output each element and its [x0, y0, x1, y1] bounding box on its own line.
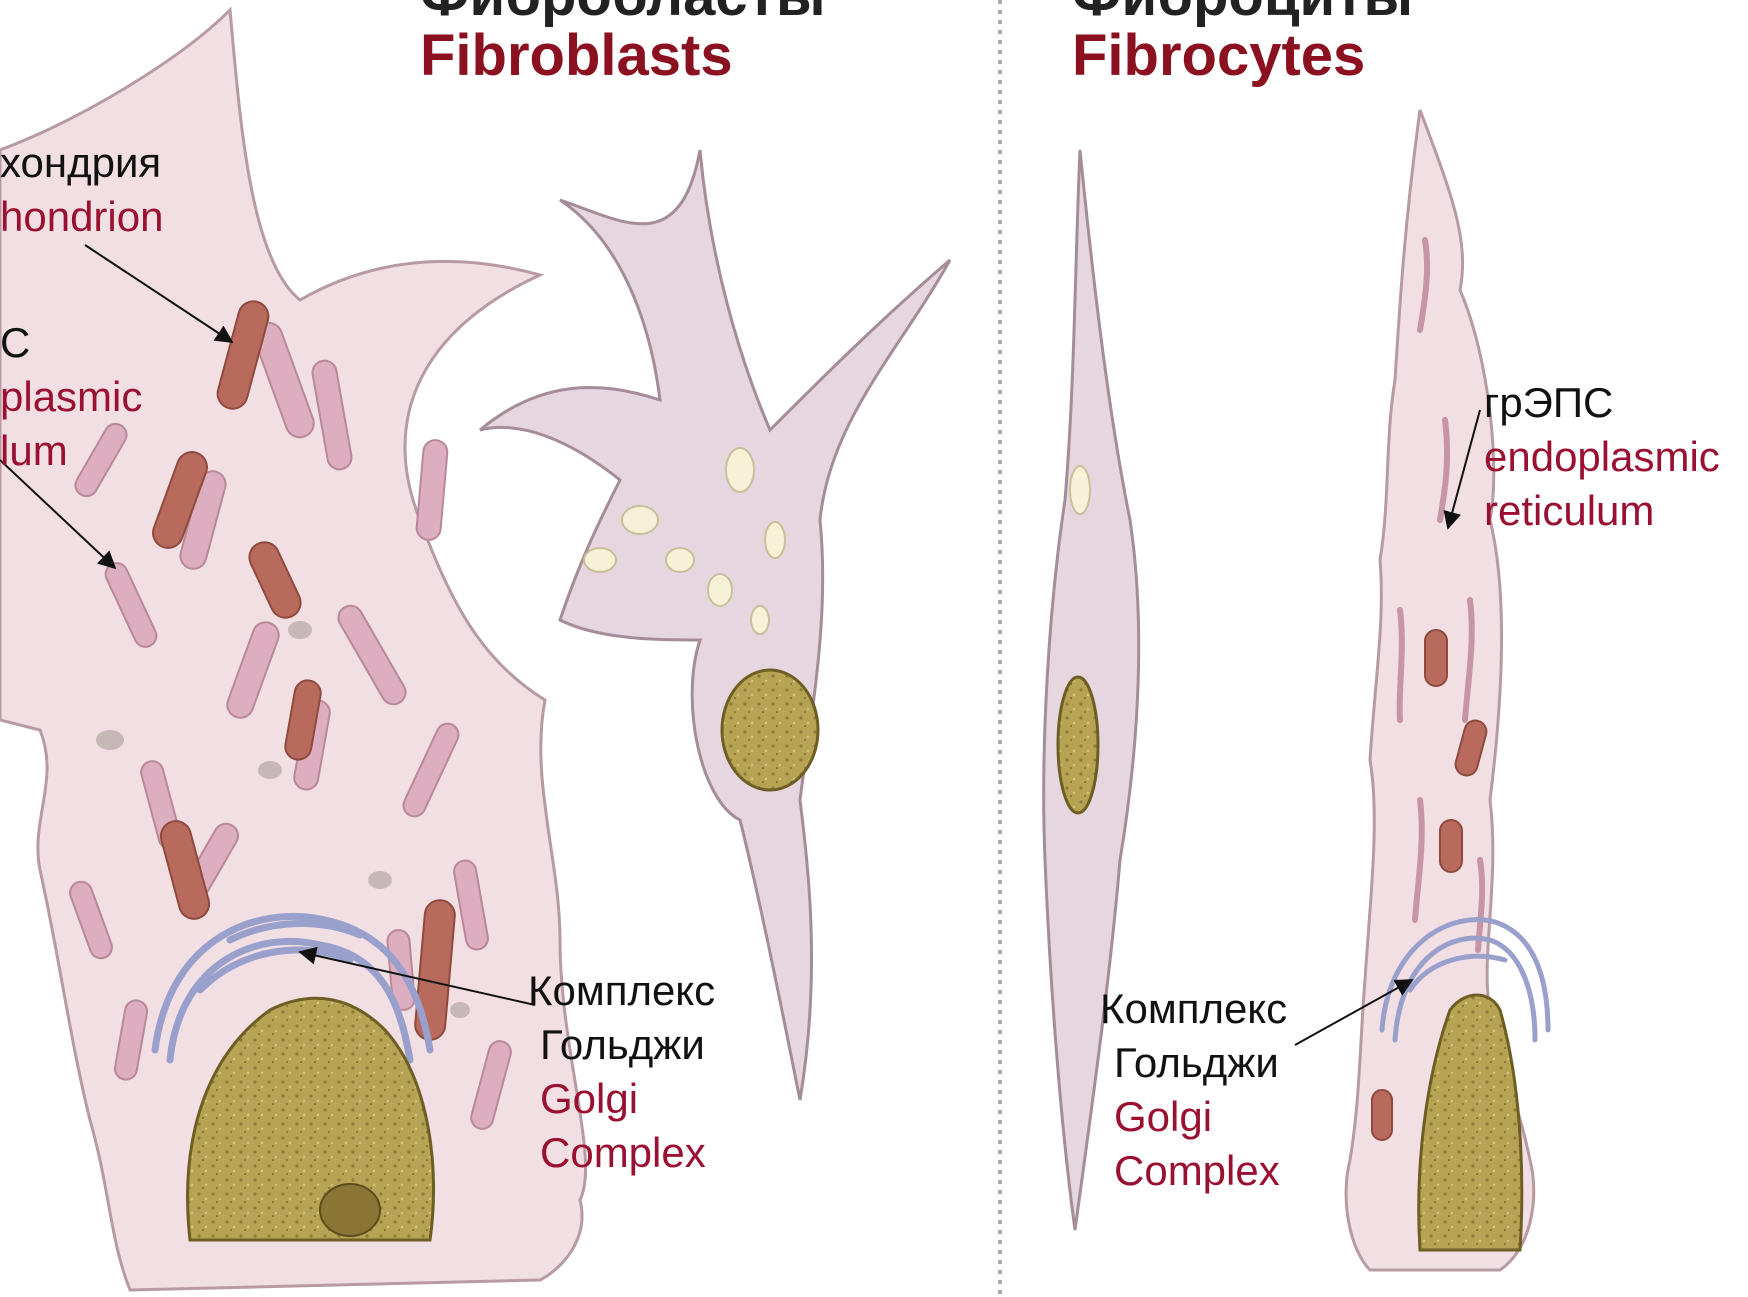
label-golgi-left-en2: Complex	[528, 1126, 715, 1180]
label-er-right: грЭПС endoplasmic reticulum	[1484, 376, 1720, 538]
label-golgi-right: Комплекс Гольджи Golgi Complex	[1100, 982, 1287, 1198]
heading-fibroblasts-en: Fibroblasts	[420, 26, 826, 86]
label-golgi-right-en2: Complex	[1100, 1144, 1287, 1198]
label-mitochondrion-ru: хондрия	[0, 136, 163, 190]
fibrocyte	[1346, 110, 1548, 1270]
label-er-right-ru: грЭПС	[1484, 376, 1720, 430]
label-mitochondrion-en: hondrion	[0, 190, 163, 244]
label-er-left: С plasmic lum	[0, 316, 142, 478]
fibroblast-small-nucleus	[722, 670, 818, 790]
nucleolus	[320, 1184, 380, 1236]
label-golgi-left-ru2: Гольджи	[528, 1018, 715, 1072]
fibrocyte-narrow-nucleus	[1058, 677, 1098, 813]
label-er-left-en2: lum	[0, 424, 142, 478]
label-mitochondrion: хондрия hondrion	[0, 136, 163, 244]
label-golgi-right-ru2: Гольджи	[1100, 1036, 1287, 1090]
label-golgi-left-ru1: Комплекс	[528, 964, 715, 1018]
label-golgi-left: Комплекс Гольджи Golgi Complex	[528, 964, 715, 1180]
heading-fibrocytes-en: Fibrocytes	[1072, 26, 1413, 86]
heading-fibrocytes: Фиброциты Fibrocytes	[1072, 0, 1413, 86]
label-er-right-en2: reticulum	[1484, 484, 1720, 538]
label-golgi-right-en1: Golgi	[1100, 1090, 1287, 1144]
label-er-right-en1: endoplasmic	[1484, 430, 1720, 484]
label-er-left-ru: С	[0, 316, 142, 370]
heading-fibroblasts: Фибробласты Fibroblasts	[420, 0, 826, 86]
label-golgi-right-ru1: Комплекс	[1100, 982, 1287, 1036]
label-er-left-en1: plasmic	[0, 370, 142, 424]
label-golgi-left-en1: Golgi	[528, 1072, 715, 1126]
